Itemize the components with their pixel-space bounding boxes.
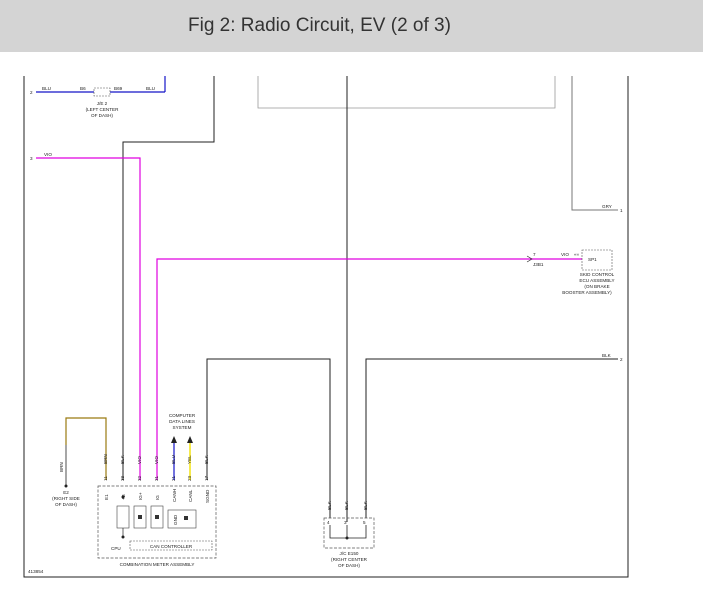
combination-meter-name: COMBINATION METER ASSEMBLY [120,562,195,567]
diagram-frame [23,76,629,578]
ground-location: (RIGHT SIDE [52,496,80,501]
meter-pin-numbers: 11 33 32 31 21 23 17 [103,475,209,481]
wire-color-label: BLK [602,353,612,358]
svg-text:32: 32 [137,475,142,481]
svg-text:BLK: BLK [204,454,209,464]
svg-text:21: 21 [171,475,176,481]
svg-text:11: 11 [103,476,108,481]
skid-ecu-box [581,249,613,271]
vio-wire-top [36,157,141,480]
pin-number: SP1 [588,257,597,262]
edge-marker: 3 [30,156,33,161]
junction-je-box [93,87,111,97]
computer-lines-label: SYSTEM [173,425,192,430]
svg-text:BLK: BLK [363,500,368,510]
svg-text:23: 23 [187,475,192,481]
svg-text:17: 17 [204,475,209,481]
svg-text:BLU: BLU [171,455,176,464]
meter-pin-label: CANL [188,489,193,502]
ground-name: E2 [63,490,69,495]
can-transceiver [167,509,197,529]
svg-text:31: 31 [154,475,159,481]
meter-wire-labels: BRN BLK VIO VIO BLU YEL BLK [103,454,209,464]
skid-ecu-label: (ON BRAKE [584,284,609,289]
pin-number: 4 [327,520,330,525]
wire-color-label: VIO [44,152,52,157]
svg-text:BLK: BLK [344,500,349,510]
upper-box [257,76,556,109]
pin-number: 3 [344,520,347,525]
blk-wire-right [365,358,618,518]
skid-ecu-label: BOOSTER ASSEMBLY) [562,290,612,295]
can-controller-box [129,540,213,551]
connection-dot [345,536,349,540]
meter-regulator [116,505,130,529]
svg-text:VIO: VIO [154,456,159,464]
junction-jc-box [323,517,375,549]
skid-ecu-label: SKID CONTROL [580,272,615,277]
combination-meter-box [97,485,217,559]
junction-je-name: J/E 2 [97,101,108,106]
junction-jc-name: J/C E150 [340,551,359,556]
junction-je-location: OF DASH) [91,113,113,118]
svg-text:YEL: YEL [187,455,192,464]
meter-inner-label: CPU [111,546,121,551]
svg-text:BRN: BRN [103,454,108,464]
pin-number: 7 [533,252,536,257]
gry-wire [571,76,618,211]
vio-wire-skid [156,258,528,480]
skid-ecu-label: ECU ASSEMBLY [579,278,614,283]
connection-dot [121,495,125,499]
svg-text:BLK: BLK [327,500,332,510]
edge-marker: 1 [620,208,623,213]
svg-text:VIO: VIO [137,456,142,464]
title-bar: Fig 2: Radio Circuit, EV (2 of 3) [0,0,703,52]
ground-location: OF DASH) [55,502,77,507]
edge-marker: 2 [30,90,33,95]
wire-color-label: BLU [42,86,51,91]
svg-text:33: 33 [120,475,125,481]
junction-jc-location: (RIGHT CENTER [331,557,368,562]
meter-pin-label: E1 [104,494,109,500]
arrow-up-icon [171,436,177,443]
junction-jc-location: OF DASH) [338,563,360,568]
meter-pin-labels: E1 +B IG+ IG CANH CANL SGND [104,489,210,503]
meter-pin-label: CANH [172,489,177,502]
meter-pin-label: SGND [205,489,210,503]
edge-marker: 2 [620,357,623,362]
brn-wire [65,417,107,480]
arrow-up-icon [187,436,193,443]
figure-id: 413854 [28,569,44,574]
meter-pin-label: IG [155,495,160,500]
blk-wire-b [122,76,215,480]
computer-lines-label: DATA LINES [169,419,195,424]
pin-number: B6 [80,86,86,91]
meter-ig-circuit [133,505,147,529]
jc-wire-labels: BLK BLK BLK [327,500,368,510]
pin-number: 5 [363,520,366,525]
wire-color-label: BLU [146,86,155,91]
computer-lines-label: COMPUTER [169,413,196,418]
wire-color-label: GRY [602,204,612,209]
junction-je-location: (LEFT CENTER [86,107,120,112]
wire-color-label: BRN [59,462,64,472]
pin-number: B69 [114,86,123,91]
page-title: Fig 2: Radio Circuit, EV (2 of 3) [188,15,451,36]
pin-number: J3B1 [533,262,544,267]
connection-dot [121,535,125,539]
meter-inner-label: CAN CONTROLLER [150,544,193,549]
jc-bus [329,525,367,539]
svg-text:BLK: BLK [120,454,125,464]
connector-arrow-icon [526,255,533,263]
ground-icon [64,484,68,488]
blk-wire-sgnd [206,358,331,518]
meter-inner-label: GND [173,514,178,525]
wire-color-label: VIO [561,252,569,257]
meter-pin-label: IG+ [138,492,143,500]
pin-number: «« [574,252,580,257]
meter-ig-circuit [150,505,164,529]
